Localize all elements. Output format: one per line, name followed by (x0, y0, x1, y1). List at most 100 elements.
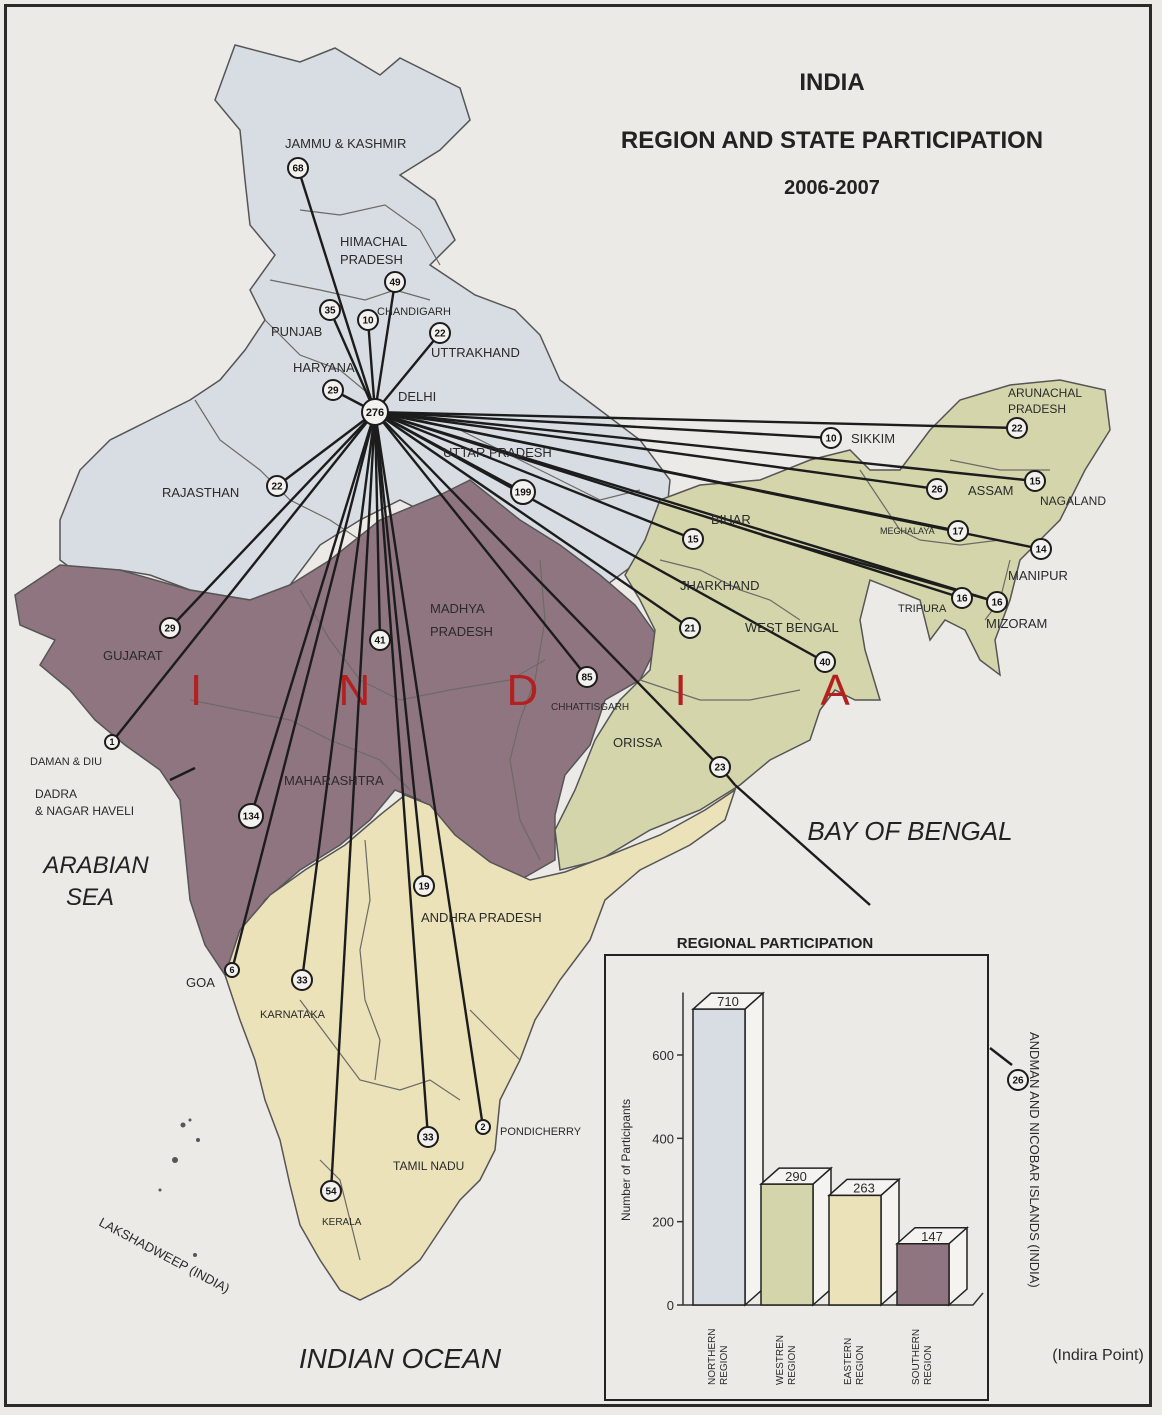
badge-kerala-value: 54 (325, 1187, 337, 1198)
label-karnataka: KARNATAKA (260, 1009, 326, 1021)
badge-gujarat-circle (159, 617, 181, 639)
badge-rajasthan-value: 22 (271, 482, 283, 493)
chart-bar-westren-region-front (760, 1183, 814, 1306)
label-orissa: ORISSA (613, 735, 662, 750)
connector-nagaland (374, 410, 1036, 483)
label-delhi: DELHI (398, 389, 436, 404)
eastern-region-area (554, 379, 1111, 871)
badge-meghalaya: 17 (947, 520, 969, 542)
badge-uttar-pradesh-value: 199 (515, 488, 532, 499)
chart-bar-westren-region-category-label: WESTREN (775, 1335, 786, 1385)
connector-jharkhand (374, 411, 691, 629)
connector-sikkim (374, 410, 832, 440)
badge-tripura: 16 (951, 587, 973, 609)
badge-jharkhand-circle (679, 617, 701, 639)
badge-sikkim-circle (820, 427, 842, 449)
label-dadra-1: DADRA (35, 787, 77, 801)
connector-arunachal-pradesh (374, 410, 1018, 430)
chart-bar-southern-region-category-label: REGION (923, 1346, 934, 1385)
badge-karnataka-circle (291, 969, 313, 991)
connector-gujarat (169, 411, 376, 629)
badge-gujarat: 29 (159, 617, 181, 639)
badge-sikkim: 10 (820, 427, 842, 449)
badge-assam: 26 (926, 478, 948, 500)
badge-madhya-pradesh-circle (369, 629, 391, 651)
badge-manipur: 14 (1030, 538, 1052, 560)
connector-chandigarh (366, 319, 377, 413)
badge-uttar-pradesh: 199 (510, 479, 536, 505)
badge-haryana-value: 29 (327, 386, 339, 397)
badge-gujarat-value: 29 (164, 624, 176, 635)
label-meghalaya: MEGHALAYA (880, 526, 935, 536)
badge-west-bengal: 40 (814, 651, 836, 673)
badge-maharashtra-value: 134 (243, 812, 260, 823)
badge-mizoram-value: 16 (991, 598, 1003, 609)
badge-rajasthan: 22 (266, 475, 288, 497)
badge-pondicherry: 2 (475, 1119, 491, 1135)
badge-uttar-pradesh-circle (510, 479, 536, 505)
label-tamil-nadu: TAMIL NADU (393, 1159, 464, 1173)
badge-karnataka: 33 (291, 969, 313, 991)
connector-uttrakhand (374, 332, 441, 413)
label-arunachal-2: PRADESH (1008, 402, 1066, 416)
badge-andhra-pradesh-circle (413, 875, 435, 897)
label-gujarat: GUJARAT (103, 648, 163, 663)
label-jammu-kashmir: JAMMU & KASHMIR (285, 136, 406, 151)
chart-title: REGIONAL PARTICIPATION (677, 935, 873, 952)
badge-orissa: 23 (709, 756, 731, 778)
badge-kerala: 54 (320, 1180, 342, 1202)
badge-tamil-nadu: 33 (417, 1126, 439, 1148)
label-dadra-2: & NAGAR HAVELI (35, 804, 134, 818)
title-line1: INDIA (799, 69, 864, 96)
lakshadweep-label: LAKSHADWEEP (INDIA) (97, 1214, 233, 1296)
badge-himachal-pradesh-value: 49 (389, 278, 401, 289)
badge-andman-and-nicobar-islands-value: 26 (1012, 1076, 1024, 1087)
connector-punjab (328, 309, 377, 413)
chart-bar-eastern-region-front (828, 1194, 882, 1306)
label-chhattisgarh: CHHATTISGARH (551, 702, 629, 713)
badge-uttrakhand: 22 (429, 322, 451, 344)
label-madhya-2: PRADESH (430, 624, 493, 639)
badge-jammu-kashmir-value: 68 (292, 164, 304, 175)
badge-uttrakhand-value: 22 (434, 329, 446, 340)
label-andhra-pradesh: ANDHRA PRADESH (421, 910, 542, 925)
badge-andman-and-nicobar-islands: 26 (1007, 1069, 1029, 1091)
badge-meghalaya-value: 17 (952, 527, 964, 538)
up-meghalaya-line (569, 450, 959, 533)
badge-assam-circle (926, 478, 948, 500)
chart-bar-northern-region-category-label: NORTHERN (707, 1329, 718, 1385)
badge-nagaland: 15 (1024, 470, 1046, 492)
label-nagaland: NAGALAND (1040, 494, 1106, 508)
label-pondicherry: PONDICHERRY (500, 1126, 582, 1138)
label-daman-diu: DAMAN & DIU (30, 756, 102, 768)
badge-jammu-kashmir: 68 (287, 157, 309, 179)
label-tripura: TRIPURA (898, 603, 947, 615)
label-assam: ASSAM (968, 483, 1014, 498)
badge-chandigarh: 10 (357, 309, 379, 331)
badge-madhya-pradesh-value: 41 (374, 636, 386, 647)
label-west-bengal: WEST BENGAL (745, 620, 839, 635)
badge-karnataka-value: 33 (296, 976, 308, 987)
label-punjab: PUNJAB (271, 324, 322, 339)
badge-bihar-value: 15 (687, 535, 699, 546)
badge-manipur-value: 14 (1035, 545, 1047, 556)
badge-himachal-pradesh-circle (384, 271, 406, 293)
label-himachal-2: PRADESH (340, 252, 403, 267)
label-uttrakhand: UTTRAKHAND (431, 345, 520, 360)
label-arunachal-1: ARUNACHAL (1008, 386, 1082, 400)
connector-andhra-pradesh (373, 411, 426, 887)
label-rajasthan: RAJASTHAN (162, 485, 239, 500)
badge-bihar-circle (682, 528, 704, 550)
connector-himachal-pradesh (373, 281, 397, 413)
badge-chhattisgarh: 85 (576, 666, 598, 688)
regional-participation-chart: REGIONAL PARTICIPATION Number of Partici… (604, 935, 989, 1401)
connector-bihar (374, 410, 694, 541)
badge-arunachal-pradesh-value: 22 (1011, 424, 1023, 435)
badge-punjab-value: 35 (324, 306, 336, 317)
label-haryana: HARYANA (293, 360, 355, 375)
connector-chhattisgarh (374, 411, 588, 678)
badge-maharashtra: 134 (238, 803, 264, 829)
chart-bar-northern-region-value-label: 710 (717, 994, 739, 1009)
badge-orissa-value: 23 (714, 763, 726, 774)
